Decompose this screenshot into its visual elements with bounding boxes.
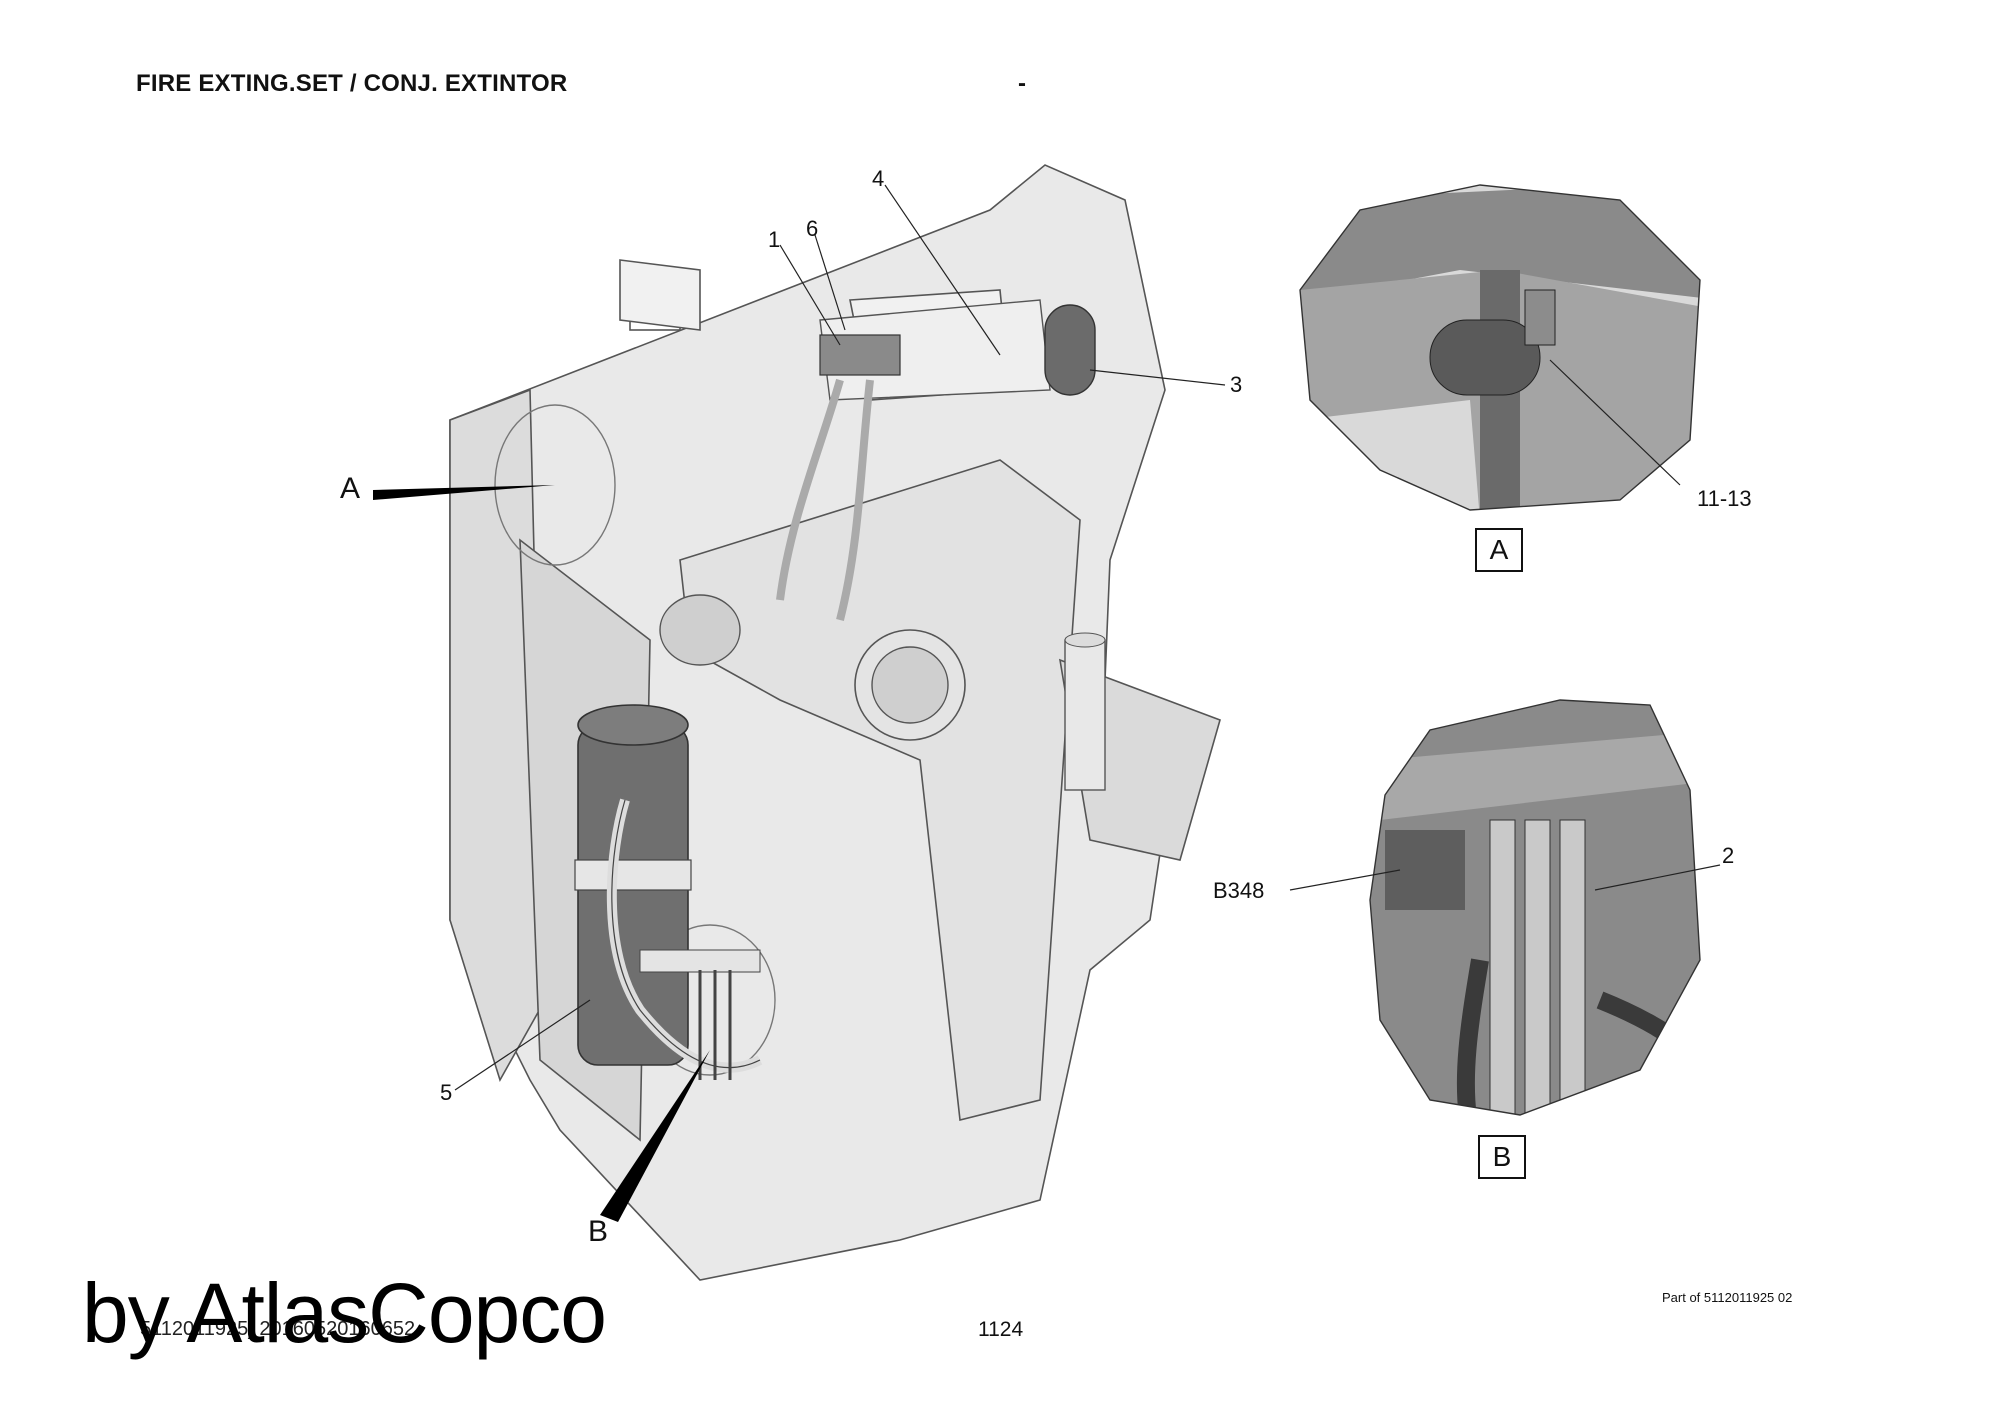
- side-ring: [659, 594, 741, 666]
- top-actuator: [776, 299, 1096, 621]
- document-id: 5112011925_20160520160652: [140, 1318, 416, 1340]
- pointer-wedge-b: [600, 1050, 710, 1222]
- callout-5: 5: [440, 1080, 453, 1105]
- watermark-text: by AtlasCopco: [82, 1266, 607, 1360]
- detail-a-view: [1299, 184, 1701, 511]
- page-title: FIRE EXTING.SET / CONJ. EXTINTOR: [136, 70, 568, 97]
- page-number: 1124: [978, 1318, 1024, 1341]
- detail-b-view: [1369, 699, 1701, 1116]
- callout-2: 2: [1722, 843, 1735, 868]
- callout-1: 1: [768, 227, 781, 252]
- pointer-label-a: A: [340, 472, 361, 505]
- callout-3: 3: [1230, 372, 1243, 397]
- callout-11-13: 11-13: [1697, 486, 1752, 511]
- extinguisher-cylinder: [574, 704, 763, 1073]
- detail-label-a: A: [1475, 528, 1523, 572]
- valve-block: [639, 949, 761, 1080]
- pointer-label-b: B: [588, 1215, 609, 1248]
- pointer-wedge-a: [373, 485, 555, 500]
- support-column: [1064, 639, 1106, 791]
- leader-lines: [454, 184, 1721, 1091]
- callout-6: 6: [806, 216, 819, 241]
- detail-label-b: B: [1478, 1135, 1526, 1179]
- part-of-reference: Part of 5112011925 02: [1662, 1290, 1793, 1305]
- zone-a-outline: [494, 404, 616, 566]
- callout-b348: B348: [1213, 878, 1265, 903]
- callout-4: 4: [872, 166, 885, 191]
- header-separator: -: [1018, 70, 1026, 97]
